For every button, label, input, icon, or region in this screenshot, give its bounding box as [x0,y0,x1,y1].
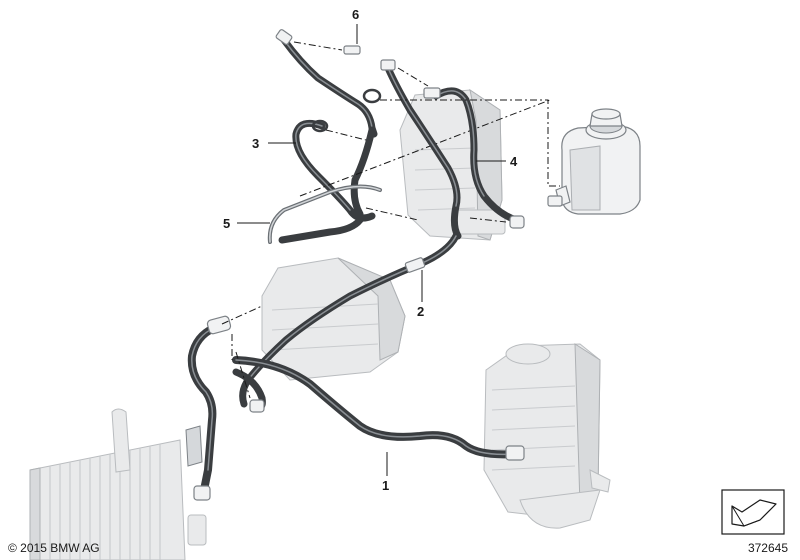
hose-5 [267,99,551,244]
copyright-text: © 2015 BMW AG [8,541,100,555]
expansion-tank [547,108,641,215]
callout-4: 4 [510,154,518,169]
intercooler-ghost [483,343,611,529]
callout-1: 1 [382,478,389,493]
callout-3: 3 [252,136,259,151]
callout-2: 2 [417,304,424,319]
hose-4 [380,59,560,240]
callout-6: 6 [352,7,359,22]
reference-number: 372645 [747,541,788,555]
callout-5: 5 [223,216,230,231]
hose-6 [275,29,382,138]
radiator-ghost [29,408,207,560]
callout-leaders [237,24,506,476]
hose-3 [292,119,419,222]
hose-1 [185,305,525,501]
arrow-pointer-icon [721,489,785,535]
